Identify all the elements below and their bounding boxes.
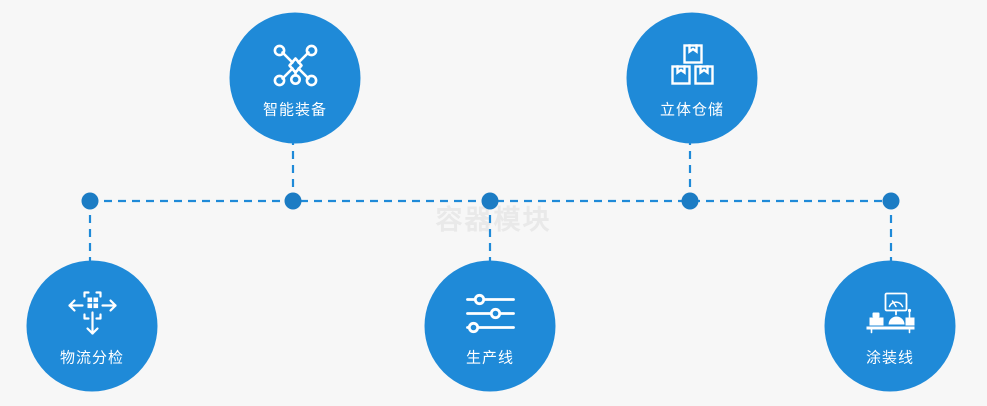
bubble-painting-line[interactable]: 涂装线 xyxy=(824,260,956,392)
sliders-icon xyxy=(464,289,516,337)
node-dot-4[interactable] xyxy=(681,192,699,210)
bubble-label-stereo-warehouse: 立体仓储 xyxy=(659,101,724,118)
node-dot-1[interactable] xyxy=(81,192,99,210)
node-dot-2[interactable] xyxy=(284,192,302,210)
bubble-label-smart-equipment: 智能装备 xyxy=(262,101,327,118)
node-dot-3[interactable] xyxy=(481,192,499,210)
node-dot-5[interactable] xyxy=(882,192,900,210)
bubble-label-logistics-sorting: 物流分检 xyxy=(59,349,124,366)
sorting-arrows-icon xyxy=(66,289,118,337)
bubble-logistics-sorting[interactable]: 物流分检 xyxy=(26,260,158,392)
bubble-production-line[interactable]: 生产线 xyxy=(424,260,556,392)
bubble-label-painting-line: 涂装线 xyxy=(865,349,914,366)
stacked-boxes-icon xyxy=(666,41,718,89)
bubble-label-production-line: 生产线 xyxy=(465,349,514,366)
watermark-text: 容器模块 xyxy=(435,205,552,235)
network-nodes-icon xyxy=(269,41,321,89)
bubble-smart-equipment[interactable]: 智能装备 xyxy=(229,12,361,144)
bubble-stereo-warehouse[interactable]: 立体仓储 xyxy=(626,12,758,144)
paint-booth-icon xyxy=(864,289,916,337)
